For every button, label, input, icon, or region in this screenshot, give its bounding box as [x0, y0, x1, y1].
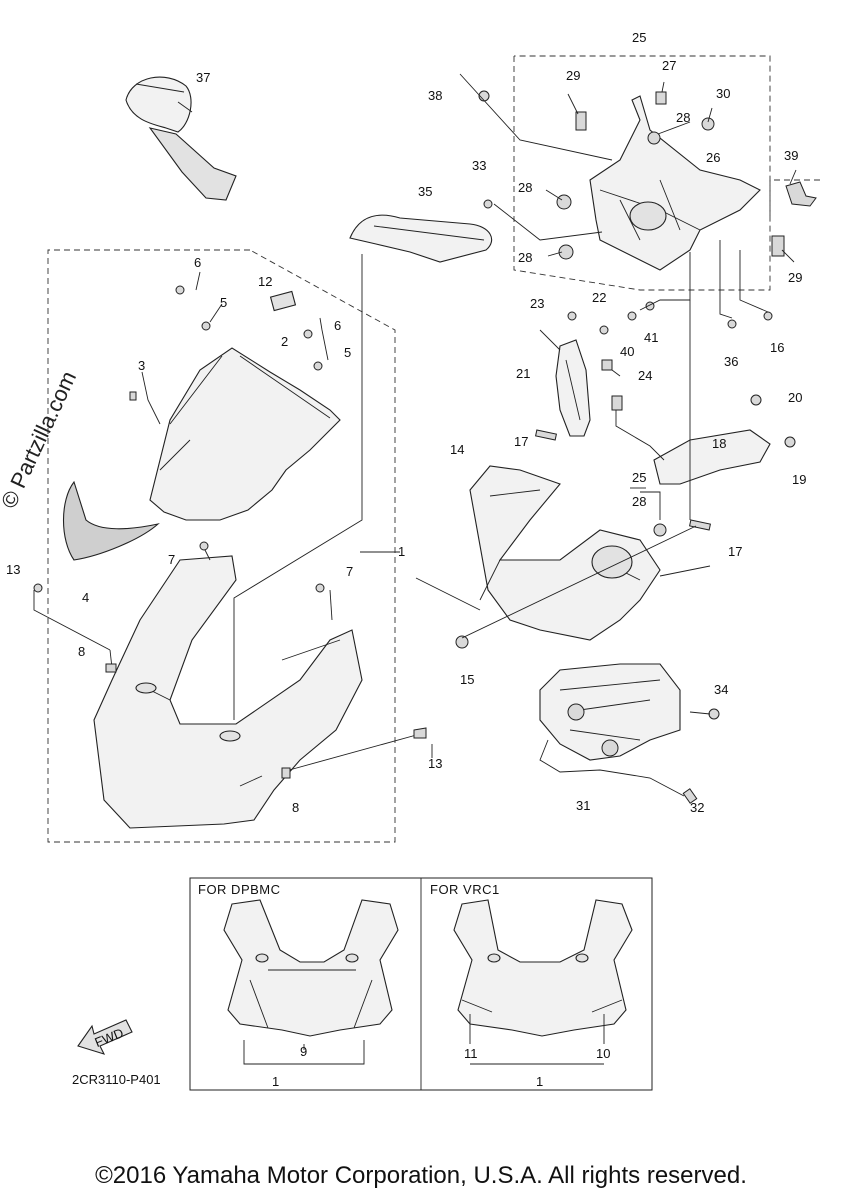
callout-24: 24	[638, 368, 652, 383]
callout-28a: 28	[518, 180, 532, 195]
callout-33: 33	[472, 158, 486, 173]
callout-5a: 5	[220, 295, 227, 310]
callout-19: 19	[792, 472, 806, 487]
variant-dpbmc: FOR DPBMC 9 1	[198, 882, 399, 1089]
callout-4: 4	[82, 590, 89, 605]
callout-25a: 25	[632, 30, 646, 45]
callout-16: 16	[770, 340, 784, 355]
fairing-assembly-boundary	[47, 249, 396, 843]
decal-part	[62, 480, 160, 561]
variant-vrc1-label: FOR VRC1	[430, 882, 500, 897]
callout-27: 27	[662, 58, 676, 73]
side-light-part	[611, 394, 796, 485]
variant-dpbmc-ref-1: 1	[272, 1074, 279, 1089]
callout-28c: 28	[676, 110, 690, 125]
turn-signal-part	[555, 339, 591, 437]
callout-14: 14	[450, 442, 464, 457]
callout-32: 32	[690, 800, 704, 815]
callout-6b: 6	[334, 318, 341, 333]
callout-39: 39	[784, 148, 798, 163]
callout-20: 20	[788, 390, 802, 405]
callout-5b: 5	[344, 345, 351, 360]
callout-17a: 17	[514, 434, 528, 449]
callout-8a: 8	[78, 644, 85, 659]
callout-38: 38	[428, 88, 442, 103]
callout-3: 3	[138, 358, 145, 373]
variant-dpbmc-ref-9: 9	[300, 1044, 307, 1059]
callout-15: 15	[460, 672, 474, 687]
copyright-notice: ©2016 Yamaha Motor Corporation, U.S.A. A…	[95, 1162, 747, 1189]
callout-1: 1	[398, 544, 405, 559]
callout-29a: 29	[566, 68, 580, 83]
callout-7b: 7	[346, 564, 353, 579]
fwd-arrow-icon: FWD	[77, 1019, 133, 1055]
callout-8b: 8	[292, 800, 299, 815]
callout-17b: 17	[728, 544, 742, 559]
callout-29b: 29	[788, 270, 802, 285]
callout-18: 18	[712, 436, 726, 451]
mirror-part	[125, 76, 237, 201]
callout-30: 30	[716, 86, 730, 101]
callout-21: 21	[516, 366, 530, 381]
callout-28d: 28	[632, 494, 646, 509]
variant-vrc1: FOR VRC1 11 10 1	[430, 882, 633, 1089]
diagram-code: 2CR3110-P401	[72, 1072, 161, 1087]
callout-26: 26	[706, 150, 720, 165]
callout-28b: 28	[518, 250, 532, 265]
stay-bracket-part	[589, 95, 761, 271]
callout-34: 34	[714, 682, 728, 697]
side-panel-part	[349, 214, 493, 263]
callout-7a: 7	[168, 552, 175, 567]
callout-12: 12	[258, 274, 272, 289]
inner-panel-part	[469, 465, 661, 641]
callout-36: 36	[724, 354, 738, 369]
variant-vrc1-ref-1: 1	[536, 1074, 543, 1089]
callout-13b: 13	[428, 756, 442, 771]
callout-22: 22	[592, 290, 606, 305]
callout-37: 37	[196, 70, 210, 85]
callout-41: 41	[644, 330, 658, 345]
clip-boundary	[769, 179, 820, 216]
clip-parts	[415, 429, 711, 649]
variant-vrc1-ref-10: 10	[596, 1046, 610, 1061]
fwd-label: FWD	[92, 1025, 125, 1050]
front-cowl-part	[93, 555, 363, 829]
hardware-left	[33, 285, 427, 779]
callout-35: 35	[418, 184, 432, 199]
windscreen-part	[149, 347, 341, 521]
leader-lines-right	[459, 73, 797, 520]
callout-40: 40	[620, 344, 634, 359]
callout-25b: 25	[632, 470, 646, 485]
variant-vrc1-ref-11: 11	[464, 1046, 478, 1061]
callout-31: 31	[576, 798, 590, 813]
callout-2: 2	[281, 334, 288, 349]
variant-dpbmc-label: FOR DPBMC	[198, 882, 281, 897]
headlight-part	[539, 663, 720, 804]
callout-13a: 13	[6, 562, 20, 577]
callout-23: 23	[530, 296, 544, 311]
callout-6a: 6	[194, 255, 201, 270]
hardware-upper-right	[478, 90, 817, 371]
